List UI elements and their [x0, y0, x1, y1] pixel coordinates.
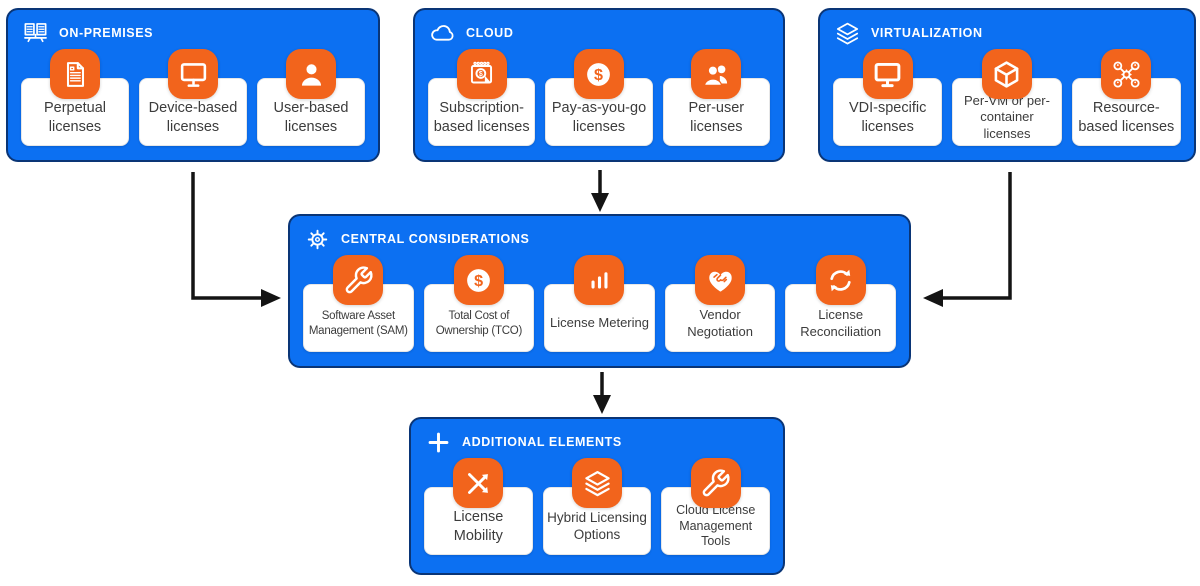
card-vendor-negotiation: Vendor Negotiation — [664, 255, 776, 352]
crossed-arrows-icon — [453, 458, 504, 508]
card-pay-as-you-go-licenses: $ Pay-as-you-go licenses — [545, 49, 653, 146]
card-label: Total Cost of Ownership (TCO) — [435, 310, 523, 337]
monitor-icon — [862, 49, 913, 99]
card-license-mobility: License Mobility — [424, 458, 533, 555]
group-on-premises: ON-PREMISES Perpetual licenses — [6, 8, 380, 162]
card-label: License Mobility — [453, 509, 504, 544]
card-perpetual-licenses: Perpetual licenses — [21, 49, 129, 146]
card-label: Per-VM or per-container licenses — [964, 93, 1050, 141]
card-label: License Reconciliation — [800, 307, 882, 339]
subscription-calendar-icon: $ — [456, 49, 507, 99]
card-label: Resource-based licenses — [1078, 100, 1175, 135]
bar-chart-icon — [574, 255, 625, 305]
arrowhead-down-2 — [593, 395, 611, 414]
card-user-based-licenses: User-based licenses — [257, 49, 365, 146]
wrench-icon — [333, 255, 384, 305]
group-cloud: CLOUD $ Subscription-based licenses — [413, 8, 785, 162]
group-header: ON-PREMISES — [8, 10, 378, 47]
gear-icon — [303, 225, 331, 253]
card-label: Hybrid Licensing Options — [547, 509, 647, 542]
svg-text:$: $ — [475, 271, 484, 289]
heart-handshake-icon — [695, 255, 746, 305]
group-title: VIRTUALIZATION — [871, 26, 983, 40]
wrench-icon — [690, 458, 741, 508]
layers-stack-icon — [572, 458, 622, 508]
dollar-coin-icon: $ — [573, 49, 624, 99]
card-cloud-license-management-tools: Cloud License Management Tools — [661, 458, 771, 555]
arrowhead-left — [923, 289, 943, 307]
card-label: User-based licenses — [273, 100, 349, 135]
group-header: CENTRAL CONSIDERATIONS — [290, 216, 909, 253]
group-header: CLOUD — [415, 10, 783, 47]
users-icon — [691, 49, 742, 99]
group-header: ADDITIONAL ELEMENTS — [411, 419, 783, 456]
card-resource-based-licenses: Resource-based licenses — [1071, 49, 1181, 146]
card-vdi-specific-licenses: VDI-specific licenses — [833, 49, 943, 146]
group-central-considerations: CENTRAL CONSIDERATIONS Software Asset Ma… — [288, 214, 911, 368]
group-title: ADDITIONAL ELEMENTS — [462, 435, 622, 449]
group-additional-elements: ADDITIONAL ELEMENTS License Mobility — [409, 417, 785, 575]
arrowhead-down-1 — [591, 193, 609, 212]
card-label: Cloud License Management Tools — [676, 503, 756, 549]
cube-icon — [981, 49, 1032, 99]
document-icon — [50, 49, 100, 99]
plus-icon — [424, 428, 452, 456]
svg-text:$: $ — [595, 65, 604, 83]
server-rack-icon — [21, 19, 49, 47]
card-hybrid-licensing-options: Hybrid Licensing Options — [542, 458, 652, 555]
group-title: CENTRAL CONSIDERATIONS — [341, 232, 530, 246]
card-per-vm-or-per-container-licenses: Per-VM or per-container licenses — [952, 49, 1062, 146]
resource-network-icon — [1101, 49, 1152, 99]
group-virtualization: VIRTUALIZATION VDI-specific licenses — [818, 8, 1196, 162]
arrow-onpremises-to-central — [191, 172, 262, 300]
card-label: License Metering — [549, 315, 649, 331]
group-title: CLOUD — [466, 26, 514, 40]
card-label: Device-based licenses — [148, 100, 238, 135]
dollar-coin-icon: $ — [453, 255, 504, 305]
card-label: Subscription-based licenses — [433, 100, 530, 135]
card-label: Pay-as-you-go licenses — [551, 100, 647, 135]
card-label: Per-user licenses — [688, 100, 745, 135]
arrowhead-right — [261, 289, 281, 307]
card-device-based-licenses: Device-based licenses — [139, 49, 247, 146]
card-label: Vendor Negotiation — [687, 307, 753, 339]
group-title: ON-PREMISES — [59, 26, 154, 40]
monitor-icon — [168, 49, 218, 99]
layers-icon — [833, 19, 861, 47]
svg-text:$: $ — [479, 70, 483, 77]
card-label: VDI-specific licenses — [848, 100, 927, 135]
group-header: VIRTUALIZATION — [820, 10, 1194, 47]
refresh-icon — [815, 255, 866, 305]
card-label: Software Asset Management (SAM) — [308, 310, 408, 337]
card-label: Perpetual licenses — [43, 100, 107, 135]
card-total-cost-of-ownership: $ Total Cost of Ownership (TCO) — [423, 255, 535, 352]
arrow-virtualization-to-central — [942, 172, 1012, 300]
cloud-icon — [428, 19, 456, 47]
card-subscription-based-licenses: $ Subscription-based licenses — [428, 49, 536, 146]
card-per-user-licenses: Per-user licenses — [662, 49, 770, 146]
card-license-reconciliation: License Reconciliation — [785, 255, 896, 352]
card-software-asset-management: Software Asset Management (SAM) — [303, 255, 414, 352]
card-license-metering: License Metering — [544, 255, 655, 352]
user-icon — [286, 49, 336, 99]
